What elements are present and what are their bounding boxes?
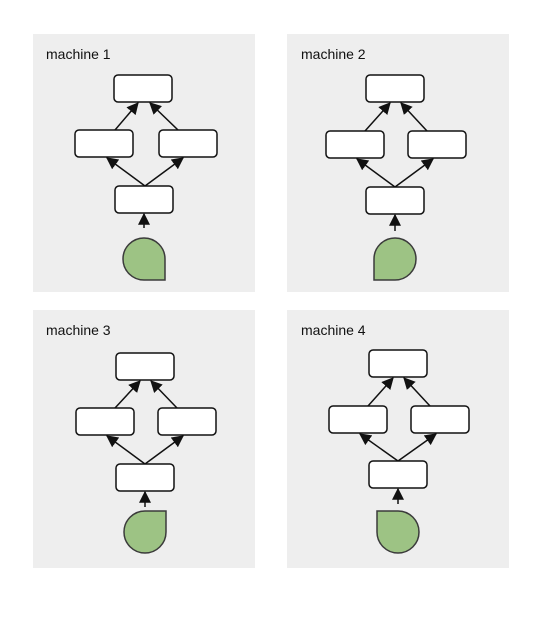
top-node	[368, 349, 428, 378]
machine-3-panel: machine 3	[33, 310, 255, 568]
edge-left-to-top	[367, 377, 394, 407]
top-node	[115, 352, 175, 381]
machine-3-diagram	[75, 352, 217, 554]
edge-right-to-top	[149, 102, 179, 131]
token-drop-icon	[122, 237, 166, 281]
machine-4-title: machine 4	[301, 322, 366, 338]
right-node	[407, 130, 467, 159]
edge-bottom-to-right	[144, 435, 184, 465]
left-node	[75, 407, 135, 436]
bottom-node	[368, 460, 428, 489]
edge-left-to-top	[114, 102, 139, 131]
machine-1-panel: machine 1	[33, 34, 255, 292]
left-node	[328, 405, 388, 434]
top-node	[365, 74, 425, 103]
machine-1-title: machine 1	[46, 46, 111, 62]
machine-3-title: machine 3	[46, 322, 111, 338]
machine-4-panel: machine 4	[287, 310, 509, 568]
token-drop-icon	[123, 510, 167, 554]
edge-bottom-to-right	[394, 158, 434, 188]
edge-bottom-to-left	[106, 435, 146, 465]
top-node	[113, 74, 173, 103]
edge-bottom-to-left	[356, 158, 396, 188]
edge-right-to-top	[150, 380, 178, 409]
left-node	[74, 129, 134, 158]
bottom-node	[365, 186, 425, 215]
machine-2-title: machine 2	[301, 46, 366, 62]
edge-right-to-top	[400, 102, 428, 132]
edge-bottom-to-left	[106, 157, 146, 187]
token-drop-icon	[376, 510, 420, 554]
edge-right-to-top	[403, 377, 431, 407]
edge-bottom-to-left	[359, 433, 399, 462]
machine-1-diagram	[74, 74, 218, 281]
machine-2-diagram	[325, 74, 467, 281]
right-node	[157, 407, 217, 436]
left-node	[325, 130, 385, 159]
edge-left-to-top	[114, 380, 141, 409]
machine-4-diagram	[328, 349, 470, 554]
edge-bottom-to-right	[397, 433, 437, 462]
right-node	[410, 405, 470, 434]
edge-bottom-to-right	[144, 157, 184, 187]
bottom-node	[114, 185, 174, 214]
token-drop-icon	[373, 237, 417, 281]
right-node	[158, 129, 218, 158]
bottom-node	[115, 463, 175, 492]
machine-2-panel: machine 2	[287, 34, 509, 292]
edge-left-to-top	[364, 102, 391, 132]
